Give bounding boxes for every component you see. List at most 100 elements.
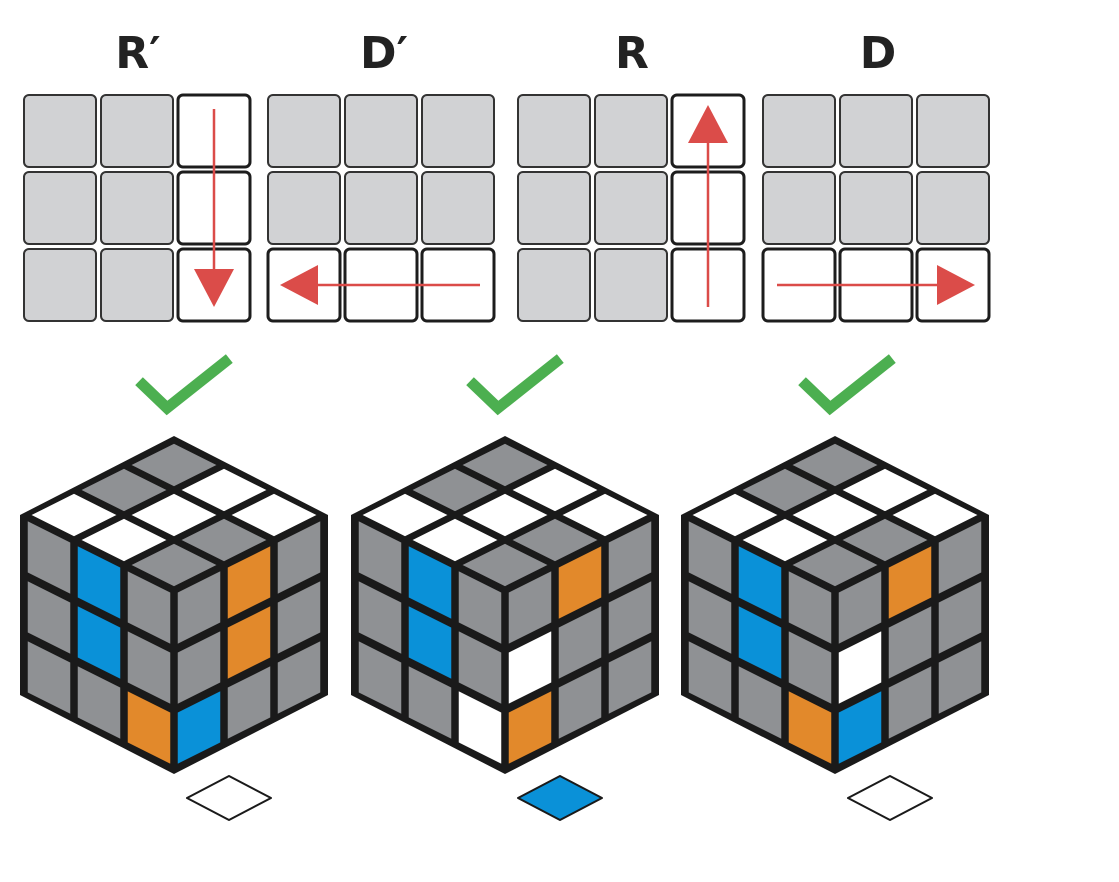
top-sticker [690,492,780,538]
left-sticker [687,519,733,596]
left-sticker [737,664,783,741]
top-sticker [740,467,830,513]
left-sticker [26,639,72,716]
left-sticker [26,579,72,656]
grid-cell [23,94,97,168]
loose-sticker [847,775,933,821]
move-label-d: D [859,28,897,79]
arrow-right-icon [777,265,975,305]
left-sticker [787,629,833,706]
loose-sticker [186,775,272,821]
grid-cell [267,171,341,245]
arrow-up-icon [688,105,728,307]
right-sticker [837,629,883,706]
move-grid [266,94,496,323]
left-sticker [357,639,403,716]
loose-sticker [517,775,603,821]
right-sticker [607,639,653,716]
top-sticker [560,492,650,538]
move-grid [761,94,991,323]
cube [681,436,989,821]
left-sticker [407,544,453,621]
grid-cell [23,171,97,245]
grid-cell [762,94,836,168]
right-sticker [507,629,553,706]
right-sticker [887,544,933,621]
right-sticker [176,629,222,706]
right-sticker [607,519,653,596]
right-sticker [226,544,272,621]
move-label-r-prime: R′ [115,28,161,79]
grid-cell [344,94,418,168]
right-sticker [607,579,653,656]
grid-cell [839,171,913,245]
left-sticker [76,664,122,741]
right-sticker [507,569,553,646]
check-icon [798,354,896,416]
top-sticker [79,467,169,513]
right-sticker [226,664,272,741]
left-sticker [787,689,833,766]
left-sticker [407,664,453,741]
top-sticker [790,442,880,488]
right-sticker [557,544,603,621]
right-sticker [276,639,322,716]
right-sticker [507,689,553,766]
right-sticker [226,604,272,681]
right-sticker [176,689,222,766]
left-sticker [357,579,403,656]
right-sticker [557,604,603,681]
move-grid [517,93,746,323]
top-sticker [740,517,830,563]
grid-cell [267,94,341,168]
top-sticker [460,442,550,488]
grid-cell [916,171,990,245]
move-grid [23,93,252,323]
grid-cell [839,94,913,168]
left-sticker [687,579,733,656]
grid-cell [594,171,668,245]
cube [20,436,328,821]
top-sticker [840,517,930,563]
left-sticker [737,544,783,621]
top-sticker [129,442,219,488]
right-sticker [937,579,983,656]
arrow-down-icon [194,109,234,307]
left-sticker [787,569,833,646]
right-sticker [557,664,603,741]
top-sticker [79,517,169,563]
check-icon [466,354,564,416]
move-label-d-prime: D′ [359,28,409,79]
left-sticker [126,629,172,706]
left-sticker [26,519,72,596]
left-sticker [357,519,403,596]
grid-cell [421,94,495,168]
right-sticker [887,604,933,681]
left-sticker [457,629,503,706]
grid-cell [100,94,174,168]
right-sticker [276,519,322,596]
left-sticker [457,569,503,646]
left-sticker [407,604,453,681]
grid-cell [100,248,174,322]
top-sticker [29,492,119,538]
top-sticker [840,467,930,513]
top-sticker [410,467,500,513]
left-sticker [126,569,172,646]
top-sticker [129,542,219,588]
right-sticker [837,689,883,766]
move-label-r: R [615,28,649,79]
top-sticker [510,517,600,563]
left-sticker [76,544,122,621]
top-sticker [229,492,319,538]
grid-cell [517,248,591,322]
grid-cell [762,171,836,245]
left-sticker [76,604,122,681]
top-sticker [410,517,500,563]
right-sticker [937,519,983,596]
grid-cell [23,248,97,322]
right-sticker [837,569,883,646]
top-sticker [129,492,219,538]
